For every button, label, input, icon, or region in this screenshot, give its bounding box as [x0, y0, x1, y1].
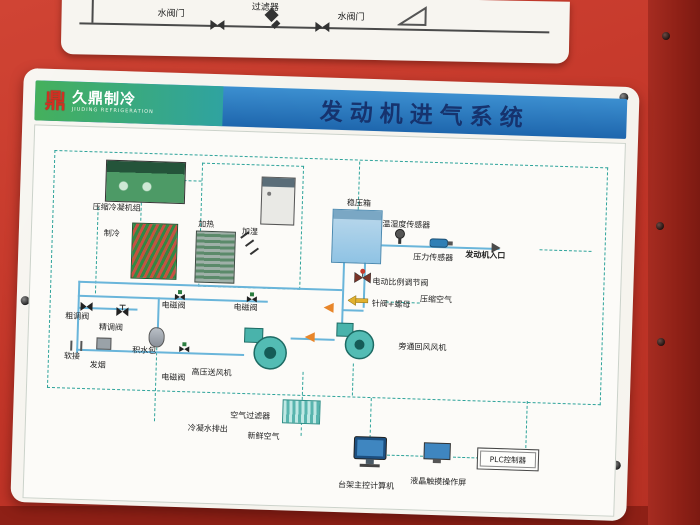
touch-screen-graphic: [423, 442, 451, 464]
heating-coil-graphic: [194, 230, 236, 284]
computer-monitor-graphic: [353, 436, 388, 468]
logo-area: 鼎 久鼎制冷 JIUDING REFRIGERATION: [34, 80, 224, 127]
bypass-fan-graphic: [336, 322, 375, 360]
humidifier-top: [262, 177, 295, 188]
page-title: 发动机进气系统: [319, 99, 531, 132]
solenoid-valve-label: 电磁阀: [161, 300, 186, 311]
proportional-valve-icon: [354, 268, 371, 284]
proportional-valve-label: 电动比例调节阀: [372, 277, 429, 288]
surge-tank-top: [333, 209, 382, 221]
valve-icon: [210, 19, 225, 31]
strainer-icon: [264, 7, 281, 30]
hp-blower-graphic: [243, 327, 287, 370]
solenoid-valve-icon: [174, 289, 185, 301]
plc-label: PLC控制器: [489, 454, 527, 465]
smoke-generator-graphic: [96, 337, 112, 350]
wall-screw: [662, 32, 670, 40]
dashed-line: [525, 400, 528, 453]
condensing-unit-label: 压缩冷凝机组: [92, 202, 141, 213]
pipe-line: [91, 0, 94, 23]
diagram-sheet: 压缩冷凝机组 制冷 加热 加湿 稳压箱 温湿度传感器 压力传感器 发动机入口 电…: [22, 124, 626, 517]
humidifier-graphic: [260, 176, 296, 226]
temp-humidity-sensor-label: 温湿度传感器: [382, 219, 431, 230]
fine-valve-label: 精调阀: [98, 322, 124, 333]
fresh-air-label: 新鲜空气: [247, 431, 280, 442]
surge-tank-graphic: [331, 208, 383, 265]
dashed-line: [369, 398, 372, 439]
pressure-sensor-label: 压力传感器: [413, 252, 454, 263]
valve-label: 水阀门: [157, 8, 185, 20]
flex-joint-icon: [70, 340, 83, 351]
dashed-line: [452, 456, 479, 459]
flow-arrow-icon: [323, 302, 334, 313]
solenoid-valve-label: 电磁阀: [161, 372, 186, 383]
logo-icon: 鼎: [44, 88, 67, 113]
dashed-line: [300, 421, 303, 436]
temp-humidity-sensor-icon: [394, 228, 405, 244]
condensate-drain-label: 冷凝水排出: [187, 423, 228, 434]
surge-tank-label: 稳压箱: [346, 198, 372, 208]
flex-joint-label: 软接: [63, 351, 81, 361]
logo-subtitle: JIUDING REFRIGERATION: [71, 106, 154, 115]
air-filter-label: 空气过滤器: [230, 410, 271, 421]
cooling-coil-graphic: [130, 222, 179, 280]
diagram-area: 压缩冷凝机组 制冷 加热 加湿 稳压箱 温湿度传感器 压力传感器 发动机入口 电…: [32, 130, 619, 512]
air-filter-graphic: [281, 399, 321, 425]
wall-screw: [656, 222, 664, 230]
cooling-label: 制冷: [103, 228, 120, 239]
main-computer-label: 台架主控计算机: [337, 480, 395, 491]
coarse-valve-label: 粗调阀: [65, 311, 90, 322]
touch-screen-label: 液晶触摸操作屏: [410, 476, 467, 488]
valve-icon: [315, 21, 330, 33]
smoke-label: 发烟: [89, 360, 106, 370]
needle-valve-icon: [347, 295, 369, 306]
solenoid-valve-label: 电磁阀: [233, 302, 258, 313]
dashed-line: [387, 454, 424, 457]
pressure-sensor-icon: [429, 238, 453, 248]
solenoid-valve-icon: [179, 342, 190, 353]
needle-valve-label: 针阀+螺母: [371, 299, 411, 310]
water-trap-label: 积水包: [132, 345, 157, 356]
wall-screw: [657, 338, 665, 346]
engine-inlet-label: 发动机入口: [465, 249, 506, 261]
main-sign-panel: 鼎 久鼎制冷 JIUDING REFRIGERATION 发动机进气系统: [10, 68, 640, 522]
valve-label: 水阀门: [337, 12, 365, 23]
compressed-air-label: 压缩空气: [419, 294, 453, 305]
flow-arrow-icon: [304, 331, 315, 343]
plc-controller-box: PLC控制器: [476, 447, 540, 472]
fine-valve-icon: [116, 304, 129, 317]
bypass-fan-label: 旁通回风风机: [398, 341, 447, 353]
heating-label: 加热: [198, 219, 215, 230]
ramp-icon: [397, 6, 427, 27]
coarse-valve-icon: [80, 301, 93, 312]
upper-diagram-panel: 水阀门 过滤器 水阀门: [60, 0, 570, 64]
water-trap-graphic: [148, 327, 165, 348]
humidify-label: 加湿: [241, 226, 259, 237]
solenoid-valve-icon: [246, 292, 257, 303]
wall-dark-band-right: [648, 0, 700, 525]
hp-blower-label: 高压送风机: [191, 367, 232, 378]
humidifier-dial: [267, 191, 272, 196]
condensing-unit-graphic: [104, 159, 187, 205]
